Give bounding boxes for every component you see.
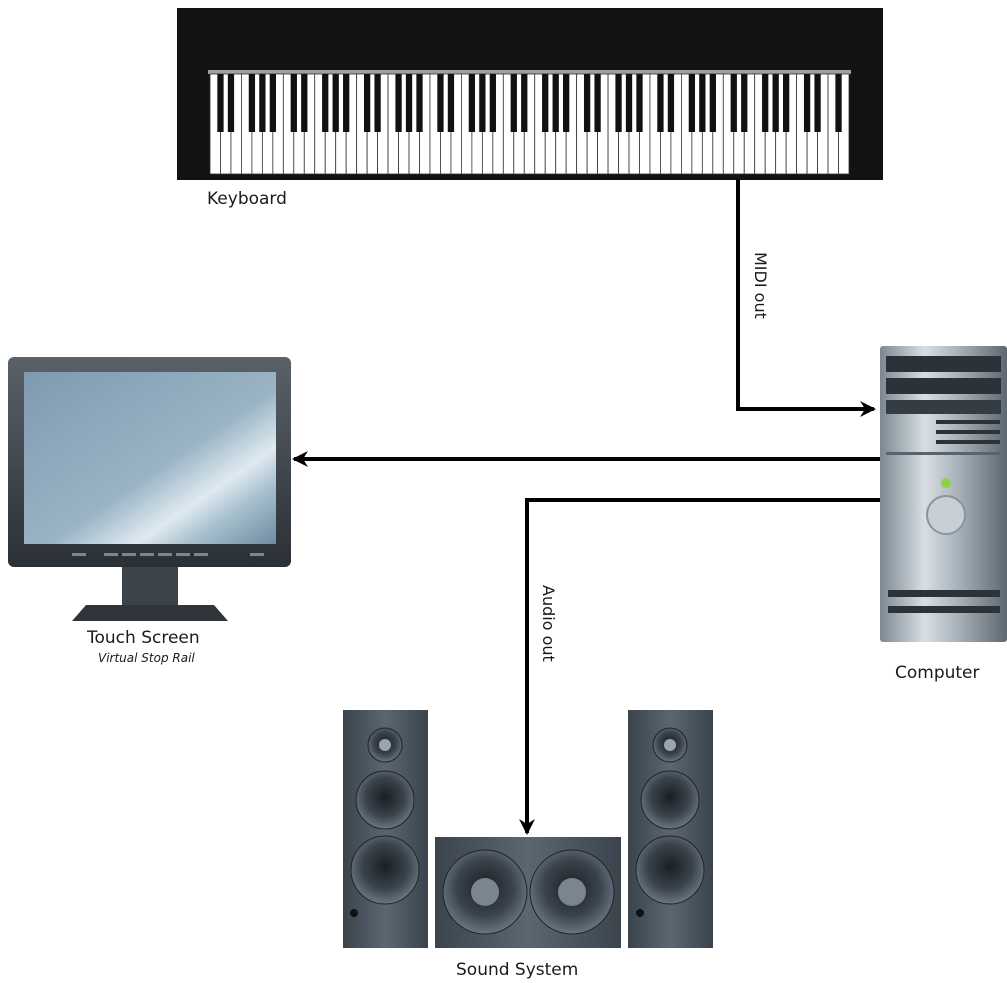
black-key [259, 74, 266, 132]
midi-connection-arrow [736, 179, 876, 417]
black-key [363, 74, 371, 132]
black-key [835, 74, 842, 132]
black-key [542, 74, 549, 132]
black-key [625, 74, 633, 132]
black-key [489, 74, 496, 132]
audio-connection-arrow [519, 498, 880, 835]
sound-system-label: Sound System [456, 960, 579, 980]
black-key [783, 74, 790, 132]
black-key [227, 74, 235, 132]
midi-out-label: MIDI out [751, 252, 770, 319]
black-key [248, 74, 256, 132]
black-key [343, 74, 350, 132]
black-key [814, 74, 821, 132]
keyboard-label: Keyboard [207, 189, 287, 209]
black-key [437, 74, 444, 132]
black-key [688, 74, 696, 132]
black-key [657, 74, 664, 132]
computer-label: Computer [895, 663, 980, 683]
black-key [730, 74, 737, 132]
black-key [803, 74, 811, 132]
black-key [667, 74, 675, 132]
audio-out-label: Audio out [539, 585, 558, 662]
black-key [322, 74, 329, 132]
black-key [405, 74, 413, 132]
black-key [217, 74, 224, 132]
black-key [583, 74, 591, 132]
black-key [468, 74, 476, 132]
black-key [563, 74, 570, 132]
black-key [709, 74, 716, 132]
keyboard-white-keys [209, 73, 850, 175]
computer-tower-icon [880, 346, 1007, 642]
black-key [772, 74, 779, 132]
left-speaker-icon [343, 710, 428, 948]
center-speaker-icon [435, 837, 621, 948]
keyboard-black-keys [217, 74, 842, 132]
black-key [699, 74, 706, 132]
black-key [594, 74, 601, 132]
keyboard-icon [177, 8, 883, 180]
touch-screen-label: Touch Screen [87, 628, 200, 648]
black-key [636, 74, 643, 132]
black-key [762, 74, 769, 132]
black-key [552, 74, 559, 132]
black-key [416, 74, 423, 132]
monitor-icon [8, 357, 291, 621]
black-key [521, 74, 528, 132]
black-key [510, 74, 517, 132]
black-key [374, 74, 381, 132]
black-key [290, 74, 297, 132]
black-key [269, 74, 276, 132]
black-key [479, 74, 486, 132]
touch-screen-sublabel: Virtual Stop Rail [98, 651, 195, 665]
black-key [615, 74, 622, 132]
right-speaker-icon [628, 710, 713, 948]
black-key [301, 74, 308, 132]
black-key [395, 74, 402, 132]
black-key [332, 74, 339, 132]
black-key [447, 74, 455, 132]
black-key [741, 74, 748, 132]
